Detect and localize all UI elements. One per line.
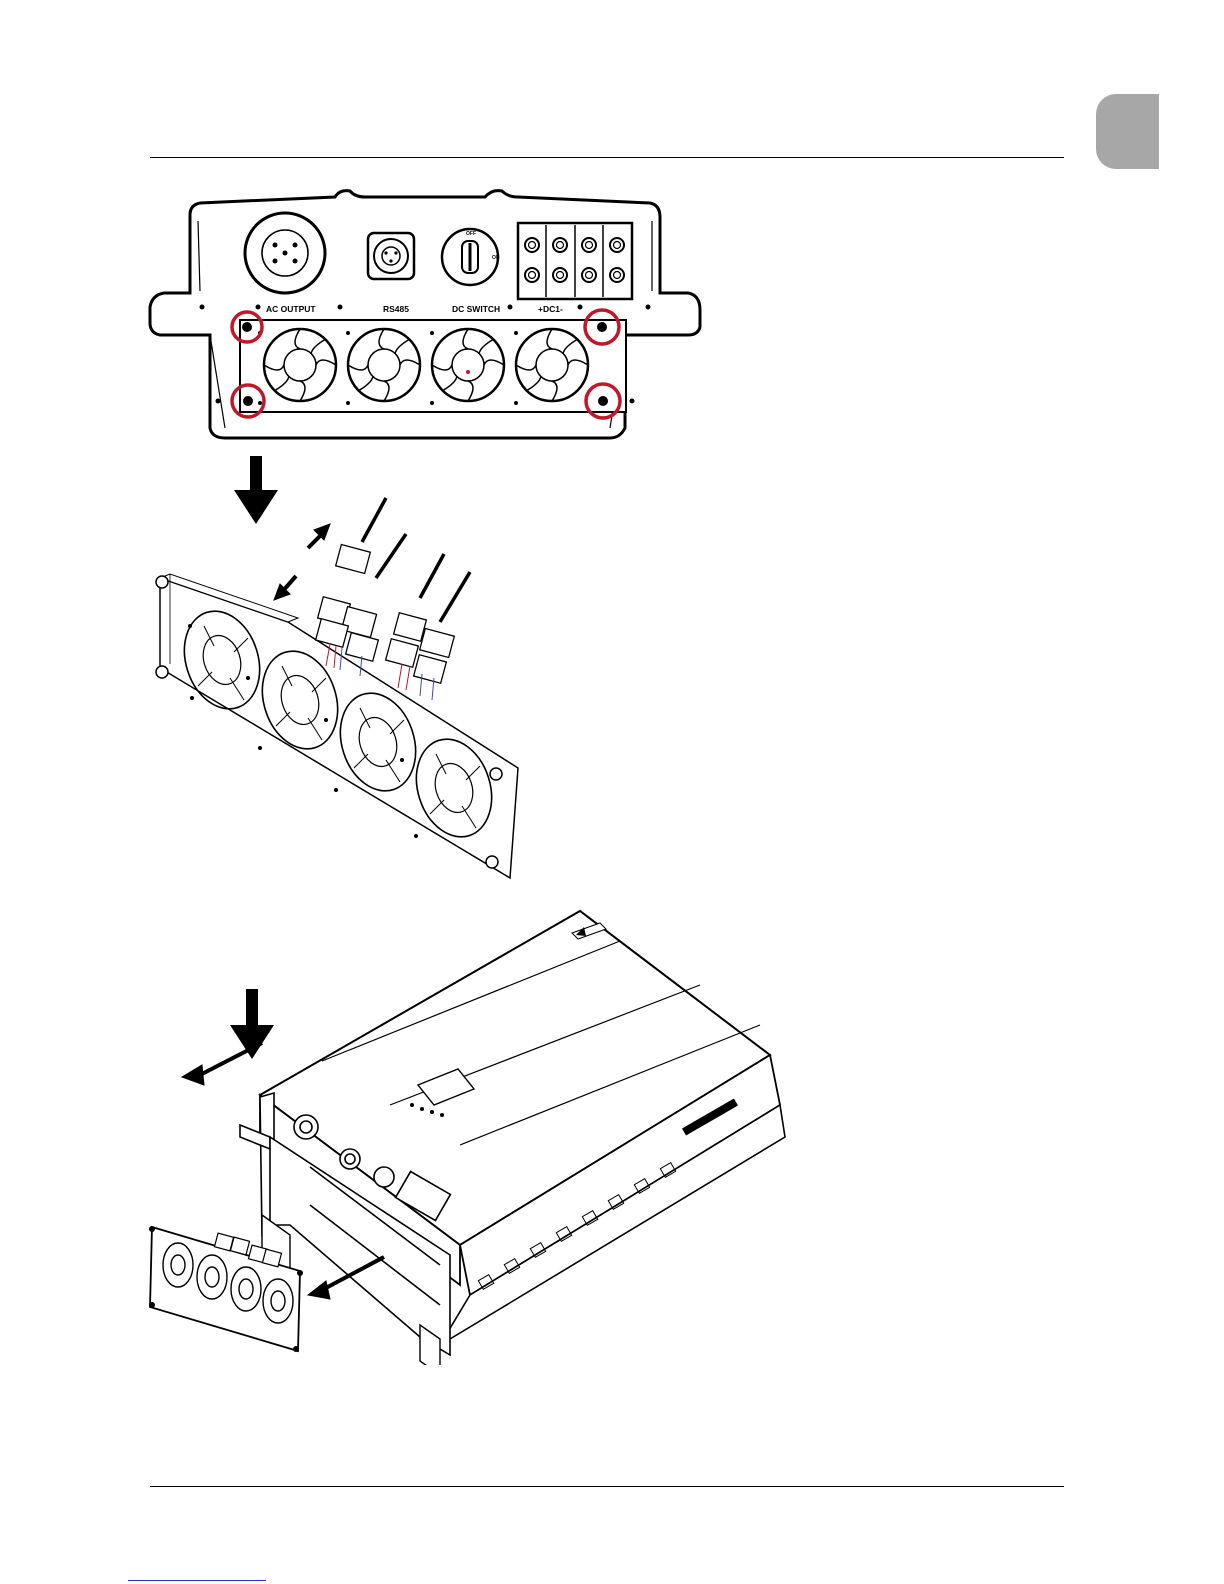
switch-off-label: OFF (466, 231, 476, 237)
section-tab (1096, 94, 1159, 169)
dc-switch: OFF ON (442, 229, 500, 285)
footer-rule (150, 1486, 1064, 1487)
diagonal-arrow-icon (182, 1043, 262, 1085)
footer-link-underline (128, 1580, 266, 1581)
dc1-label: +DC1- (538, 304, 563, 314)
rs485-connector (368, 233, 414, 279)
fan-cables (362, 498, 470, 622)
diagonal-arrow-icon (308, 524, 330, 548)
rs485-label: RS485 (383, 304, 409, 314)
down-arrow-icon (234, 456, 278, 524)
switch-on-label: ON (492, 255, 500, 261)
inverter-isometric-figure (140, 905, 790, 1365)
fan-plate-removal-figure (140, 450, 530, 890)
diagonal-arrow-icon (274, 576, 296, 600)
header-rule (150, 157, 1064, 158)
ac-output-label: AC OUTPUT (266, 304, 316, 314)
ac-output-connector (245, 213, 325, 293)
inverter-bottom-panel-figure: OFF ON AC OUTPUT RS485 DC SWITCH +DC1- (140, 185, 710, 445)
dc-switch-label: DC SWITCH (452, 304, 500, 314)
dc-connector-block (518, 223, 632, 299)
